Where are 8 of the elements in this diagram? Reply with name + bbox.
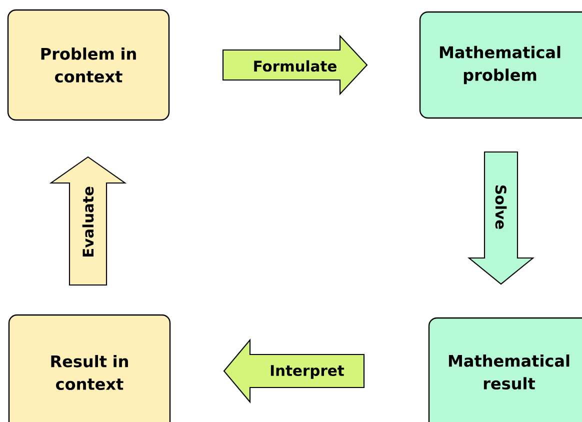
edge-label: Formulate [252, 59, 338, 73]
edge-label: Solve [494, 183, 508, 231]
process-box: Problem in context [7, 9, 170, 121]
edge-label: Interpret [268, 364, 346, 380]
process-box: Mathematical result [428, 317, 582, 422]
edge-label: Evaluate [81, 184, 95, 260]
process-box: Result in context [8, 314, 171, 422]
process-box: Mathematical problem [419, 11, 582, 119]
